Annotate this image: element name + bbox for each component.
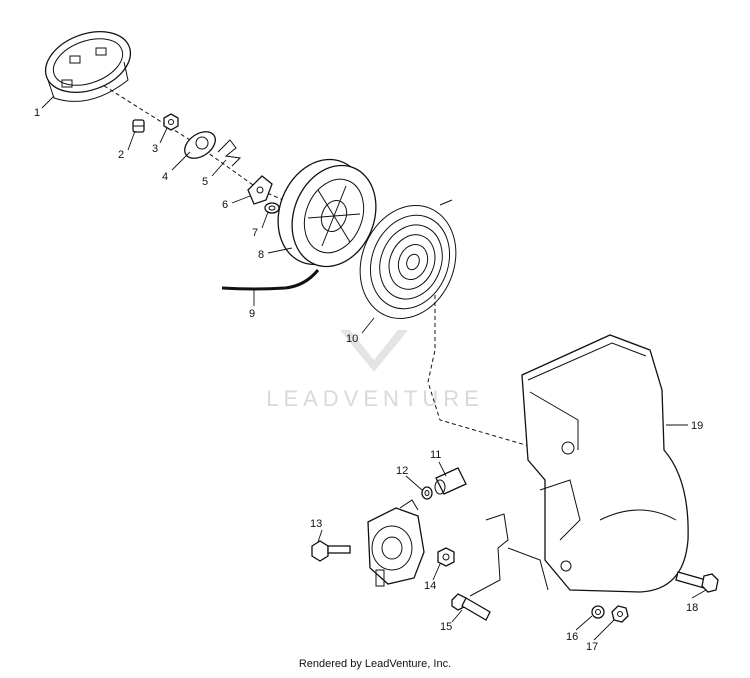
part-10-recoil-spring <box>359 199 457 319</box>
mounting-bracket <box>469 513 549 597</box>
callout-12: 12 <box>396 465 408 477</box>
callout-1: 1 <box>34 107 40 119</box>
callout-13: 13 <box>310 518 322 530</box>
part-13-bolt <box>311 540 351 562</box>
part-1-housing-cup <box>44 31 132 102</box>
part-7-bushing <box>264 202 280 214</box>
part-19-starter-cover <box>521 334 689 593</box>
part-11-sleeve <box>434 467 467 495</box>
part-18-long-bolt <box>675 571 719 593</box>
callout-4: 4 <box>162 171 168 183</box>
part-6-pawl <box>247 175 273 205</box>
part-15-bolt <box>451 593 491 621</box>
callout-2: 2 <box>118 149 124 161</box>
part-2-nut <box>132 119 145 133</box>
callout-11: 11 <box>430 449 441 461</box>
fuel-pump-body <box>367 499 425 587</box>
callout-15: 15 <box>440 621 452 633</box>
watermark-text: LEADVENTURE <box>266 386 484 411</box>
callout-9: 9 <box>249 308 255 320</box>
callout-19: 19 <box>691 420 703 432</box>
watermark-logo: LEADVENTURE <box>266 330 484 411</box>
callout-5: 5 <box>202 176 208 188</box>
callout-7: 7 <box>252 227 258 239</box>
part-9-starter-rope <box>221 269 320 291</box>
callout-3: 3 <box>152 143 158 155</box>
callout-8: 8 <box>258 249 264 261</box>
callout-18: 18 <box>686 602 698 614</box>
callout-6: 6 <box>222 199 228 211</box>
callout-14: 14 <box>424 580 436 592</box>
callout-16: 16 <box>566 631 578 643</box>
spring-axis <box>427 295 561 456</box>
part-16-washer <box>591 605 605 619</box>
part-5-clip <box>217 139 242 167</box>
part-14-nut <box>437 547 455 567</box>
part-12-washer <box>421 486 433 500</box>
part-17-nut <box>611 605 629 623</box>
leader-lines <box>41 95 707 641</box>
credit-line: Rendered by LeadVenture, Inc. <box>298 658 452 670</box>
part-8-reel <box>277 158 377 268</box>
callout-10: 10 <box>346 333 358 345</box>
part-4-friction-plate <box>184 131 216 159</box>
part-3-nut <box>163 113 179 131</box>
callout-17: 17 <box>586 641 598 653</box>
